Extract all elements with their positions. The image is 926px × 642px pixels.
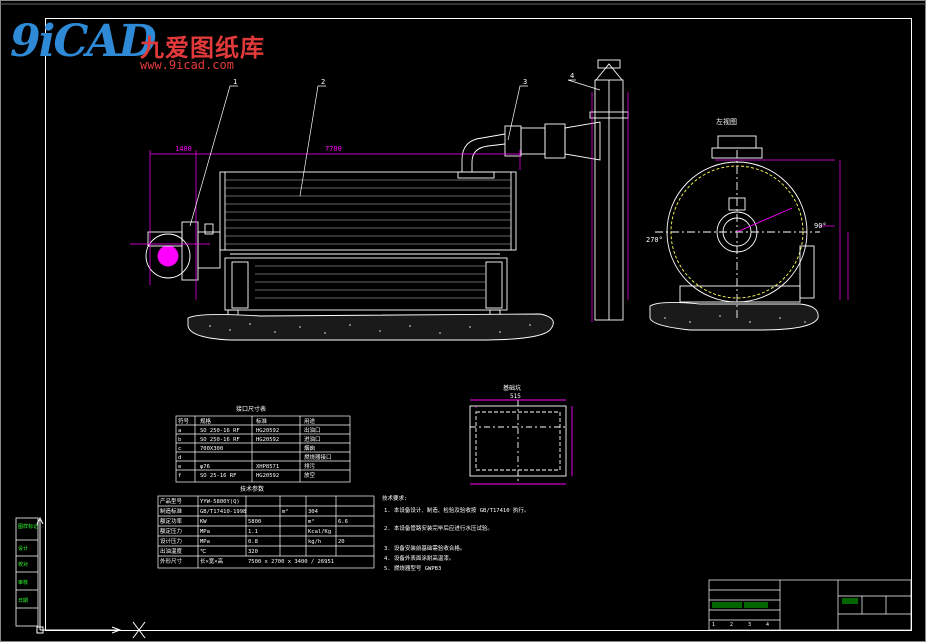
tech-table-cell: 7500 x 2700 x 3400 / 26951 [248,559,334,565]
tech-table-cell: m³ [308,518,315,525]
side-view-boiler [655,135,820,318]
side-stamp-2: 设计 [18,545,28,552]
conn-table-cell: XHP8571 [256,464,279,470]
side-stamp-3: 校对 [18,561,28,568]
side-stamp-5: 日期 [18,598,28,604]
front-view-boiler [145,59,819,341]
tech-table-cells: 产品型号 YYW-5800Y(Q) 制造标准 GB/T17410-1998 m² 304 额… [160,497,348,565]
connection-table-title: 接口尺寸表 [236,405,266,413]
tech-table-cell: 额定功率 [160,517,183,525]
conn-table-cell: a [178,428,181,434]
tech-table-cell: 6.6 [338,519,348,525]
conn-table-cell: 排污 [304,462,316,470]
note-line-2: 2. 本设备管路安装完毕后应进行水压试验。 [384,524,493,532]
dimension-lines [130,92,849,408]
rev-label-4: 4 [766,622,769,628]
watermark-logo: 9iCAD 九爱图纸库 www.9icad.com [4,6,304,76]
conn-header-cell: 规格 [200,417,212,425]
conn-table-cell: b [178,437,181,443]
tech-params-table [157,495,375,569]
tech-table-cell: MPa [200,529,210,535]
conn-table-cell: 燃烧器接口 [304,453,332,461]
note-line-1: 1. 本设备设计、制造、检验及验收按 GB/T17410 执行。 [384,506,529,514]
tech-table-cell: YYW-5800Y(Q) [200,499,240,505]
tech-table-cell: 5800 [248,519,261,525]
conn-table-cell: SO 250-16 RF [200,428,240,434]
conn-table-cell: SO 25-16 RF [200,473,236,479]
pit-title: 基础坑 [503,384,521,392]
tech-table-cell: 0.8 [248,539,258,545]
leader-lines [189,79,601,227]
conn-table-cell: 700X300 [200,446,223,452]
side-view-title: 左视图 [716,117,737,126]
connection-table-cells: 符号 规格 标准 用途 a SO 250-16 RF HG20592 出油口 b SO 250-1… [178,417,332,479]
brand-mark: 9iCAD [10,16,157,67]
rev-label-2: 2 [730,622,733,628]
left-revision-strip [15,517,39,627]
conn-table-cell: HG20592 [256,437,279,443]
tech-table-cell: GB/T17410-1998 [200,509,246,515]
angle-90-label: 90° [814,222,827,230]
tech-table-cell: Kcal/Kg [308,529,331,535]
conn-table-cell: d [178,455,181,461]
conn-header-cell: 标准 [256,417,268,425]
rev-label-3: 3 [748,622,751,628]
tech-table-cell: KW [200,519,207,525]
brand-text: 九爱图纸库 [140,34,265,62]
conn-table-cell: HG20592 [256,428,279,434]
leader-label-3: 3 [523,78,527,86]
conn-header-cell: 用途 [304,417,316,425]
note-line-4: 4. 设备外表面涂耐高温漆。 [384,554,454,562]
dim-total-label: 7700 [325,145,342,153]
conn-table-cell: φ76 [200,464,210,470]
drawing-border [45,18,912,631]
conn-table-cell: f [178,473,181,479]
tech-table-cell: 设计压力 [160,537,182,545]
conn-table-cell: 进油口 [304,435,321,443]
tech-table-cell: 外形尺寸 [160,557,183,565]
tech-table-cell: 304 [308,509,319,515]
dim-left-label: 1400 [175,145,192,153]
brand-url: www.9icad.com [140,58,234,72]
conn-table-cell: 放空 [304,471,316,479]
pit-view [469,399,573,485]
tech-table-cell: MPa [200,539,210,545]
conn-table-cell: HG20592 [256,473,279,479]
ground-hatch-dots [209,315,806,334]
leader-label-2: 2 [321,78,325,86]
tech-table-cell: m² [282,508,289,515]
conn-table-cell: SO 250-16 RF [200,437,240,443]
notes-title: 技术要求: [382,494,407,502]
tech-table-title: 技术参数 [240,485,264,493]
tech-table-cell: ℃ [200,549,207,555]
tech-table-cell: 制造标准 [160,507,183,515]
ucs-axis-icon [36,516,146,639]
conn-table-cell: 烟囱 [304,444,315,452]
rev-label-1: 1 [712,622,715,628]
angle-270-label: 270° [646,236,663,244]
tech-table-cell: 出油温度 [160,547,183,555]
note-line-3: 3. 设备安装前基础需验收合格。 [384,544,465,552]
leader-label-1: 1 [233,78,237,86]
conn-table-cell: e [178,464,181,470]
tech-table-cell: kg/h [308,539,321,545]
conn-table-cell: 出油口 [304,426,321,434]
tech-table-cell: 额定压力 [160,527,182,535]
conn-header-cell: 符号 [178,417,190,425]
technical-notes: 技术要求: 1. 本设备设计、制造、检验及验收按 GB/T17410 执行。 2… [382,494,529,572]
leader-label-4: 4 [570,72,574,80]
connection-table [175,415,351,483]
note-line-5: 5. 燃烧器型号 GWPB3 [384,564,441,572]
tech-table-cell: 长×宽×高 [200,557,224,565]
side-stamp-1: 图样标记 [18,523,38,530]
side-stamp-4: 审核 [18,579,28,586]
tech-table-cell: 产品型号 [160,497,183,505]
title-block [708,579,912,631]
tech-table-cell: 1.1 [248,529,258,535]
conn-table-cell: c [178,446,181,452]
tech-table-cell: 20 [338,539,345,545]
tech-table-cell: 320 [248,549,258,555]
pit-width-label: 515 [510,393,521,400]
